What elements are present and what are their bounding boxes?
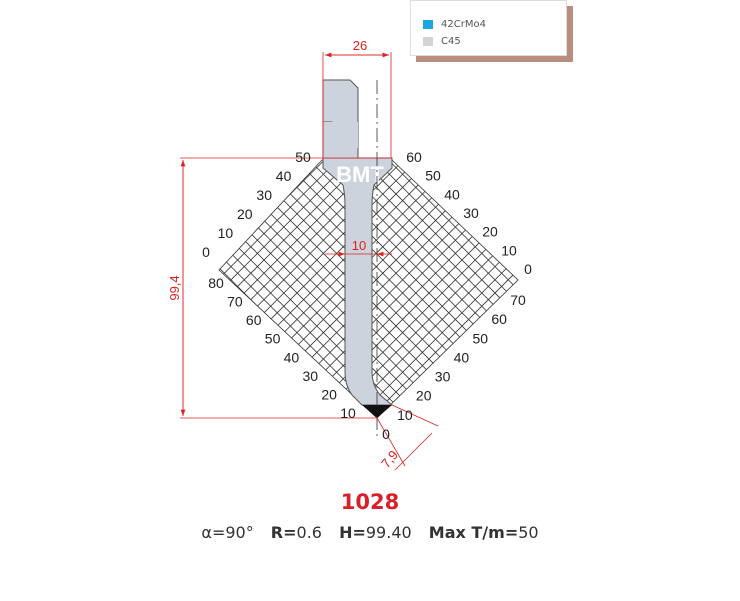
grid-line bbox=[219, 386, 251, 418]
grid-line bbox=[219, 160, 352, 293]
grid-line bbox=[219, 160, 457, 398]
scale-label: 10 bbox=[501, 242, 517, 258]
grid-line bbox=[219, 359, 278, 418]
grid-line bbox=[219, 160, 431, 372]
material-legend: 42CrMo4 C45 bbox=[410, 0, 567, 56]
grid-line bbox=[388, 160, 518, 290]
grid-line bbox=[219, 188, 449, 418]
grid-line bbox=[480, 160, 518, 198]
scale-label: 50 bbox=[295, 149, 311, 165]
scale-label: 30 bbox=[302, 368, 318, 384]
grid-line bbox=[219, 160, 233, 174]
grid-line bbox=[295, 160, 518, 383]
grid-line bbox=[219, 333, 304, 418]
height-param: H=99.40 bbox=[339, 523, 412, 542]
scale-label: 30 bbox=[256, 187, 272, 203]
legend-label: 42CrMo4 bbox=[441, 19, 486, 30]
grid-line bbox=[219, 412, 225, 418]
grid-line bbox=[219, 160, 338, 279]
grid-line bbox=[401, 160, 518, 277]
scale-label: 30 bbox=[463, 205, 479, 221]
scale-label: 50 bbox=[265, 331, 281, 347]
grid-line bbox=[369, 269, 518, 418]
grid-line bbox=[467, 160, 518, 211]
grid-line bbox=[219, 160, 246, 187]
grid-line bbox=[356, 256, 518, 418]
grid-line bbox=[219, 201, 436, 418]
grid-line bbox=[219, 399, 238, 418]
max-load-param: Max T/m=50 bbox=[428, 523, 539, 542]
grid-line bbox=[256, 160, 515, 418]
grid-line bbox=[219, 346, 291, 418]
grid-line bbox=[361, 160, 518, 317]
grid-line bbox=[501, 401, 518, 418]
grid-line bbox=[514, 414, 518, 418]
scale-label: 20 bbox=[321, 386, 337, 402]
grid-line bbox=[219, 160, 444, 385]
grid-line bbox=[250, 160, 510, 418]
height-dimension: 99,4 bbox=[167, 275, 182, 300]
scale-label: 40 bbox=[454, 349, 470, 365]
scale-label: 60 bbox=[246, 312, 262, 328]
grid-line bbox=[219, 307, 330, 418]
scale-label: 10 bbox=[218, 225, 234, 241]
grid-line bbox=[219, 160, 259, 200]
angle-param: α=90° bbox=[201, 523, 254, 542]
width-dimension: 26 bbox=[353, 38, 367, 53]
scale-label: 50 bbox=[472, 330, 488, 346]
legend-label: C45 bbox=[441, 36, 461, 47]
tool-number: 1028 bbox=[340, 490, 400, 514]
scale-label: 40 bbox=[284, 349, 300, 365]
scale-label: 0 bbox=[524, 261, 532, 277]
scale-label: 70 bbox=[227, 294, 243, 310]
grid-line bbox=[462, 362, 518, 418]
tool-parameters: α=90° R=0.6 H=99.40 Max T/m=50 bbox=[0, 523, 740, 542]
scale-label: 70 bbox=[510, 292, 526, 308]
grid-line bbox=[219, 160, 365, 306]
scale-label: 20 bbox=[482, 224, 498, 240]
grid-line bbox=[282, 160, 518, 396]
scale-label: 40 bbox=[276, 168, 292, 184]
radius-param: R=0.6 bbox=[270, 523, 322, 542]
scale-label: 0 bbox=[382, 426, 390, 442]
scale-label: 40 bbox=[444, 186, 460, 202]
scale-labels: 5040302010080706050403020106050403020100… bbox=[202, 149, 532, 442]
grid-line bbox=[475, 375, 518, 418]
scale-label: 20 bbox=[416, 388, 432, 404]
brand-logo: BMT bbox=[336, 162, 384, 187]
scale-label: 10 bbox=[397, 407, 413, 423]
legend-item-c45: C45 bbox=[423, 36, 461, 47]
grid-line bbox=[219, 373, 264, 418]
scale-label: 60 bbox=[491, 311, 507, 327]
scale-label: 20 bbox=[237, 206, 253, 222]
scale-label: 50 bbox=[425, 168, 441, 184]
scale-label: 10 bbox=[340, 405, 356, 421]
scale-label: 0 bbox=[202, 244, 210, 260]
grid-line bbox=[219, 214, 423, 418]
grid-line bbox=[506, 160, 518, 172]
grid-line bbox=[493, 160, 518, 185]
scale-label: 80 bbox=[208, 275, 224, 291]
legend-swatch-icon bbox=[423, 37, 433, 46]
scale-label: 60 bbox=[406, 149, 422, 165]
shank-dimension: 10 bbox=[352, 238, 366, 253]
grid-line bbox=[488, 388, 518, 418]
legend-item-42crmo4: 42CrMo4 bbox=[423, 19, 486, 30]
scale-label: 30 bbox=[435, 369, 451, 385]
grid-line bbox=[374, 160, 518, 304]
legend-swatch-icon bbox=[423, 20, 433, 29]
grid-line bbox=[382, 282, 518, 418]
